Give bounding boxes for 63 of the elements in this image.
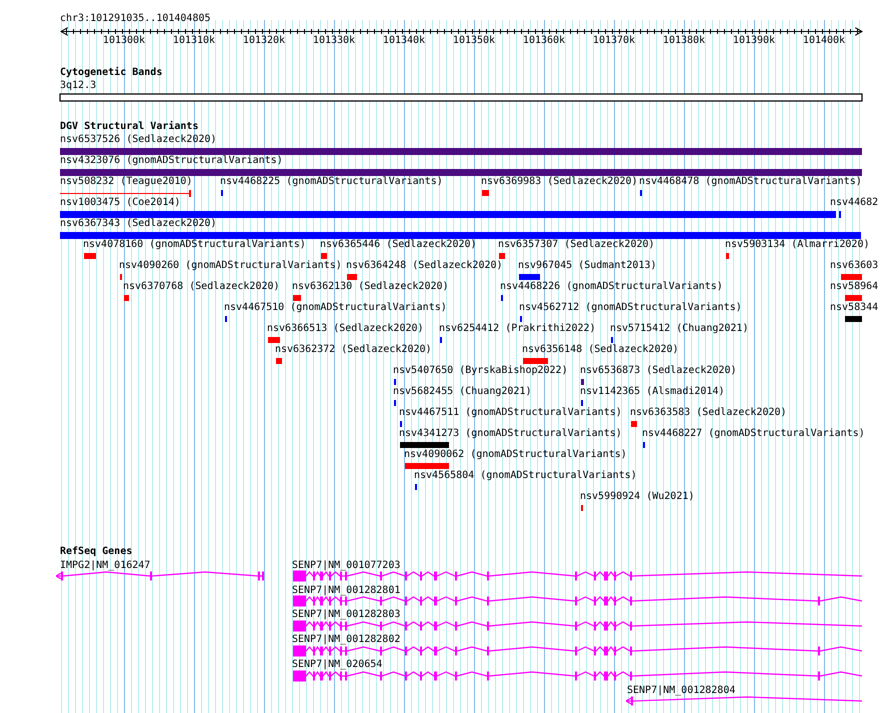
variant-label: nsv1003475 (Coe2014) (60, 197, 180, 209)
variant-label: nsv6356148 (Sedlazeck2020) (522, 344, 679, 356)
variant-label: nsv6369983 (Sedlazeck2020) (481, 176, 638, 188)
gene-label: SENP7|NM_001282802 (292, 634, 400, 646)
variant-label: nsv6536873 (Sedlazeck2020) (580, 365, 737, 377)
variant-label: nsv1142365 (Alsmadi2014) (580, 386, 724, 398)
variant-label: nsv508232 (Teague2010) (60, 176, 192, 188)
variant-label: nsv6363583 (Sedlazeck2020) (630, 407, 787, 419)
variant-label: nsv4468225 (gnomADStructuralVariants) (220, 176, 443, 188)
tick-label: 101300k (102, 35, 146, 47)
tick-label: 101320k (242, 35, 286, 47)
variant-label: nsv6370768 (Sedlazeck2020) (123, 281, 280, 293)
variant-label: nsv44682 (830, 197, 878, 209)
variant-label: nsv58964 (830, 281, 878, 293)
variant-label: nsv4090260 (gnomADStructuralVariants) (119, 260, 342, 272)
variant-label: nsv6366513 (Sedlazeck2020) (267, 323, 424, 335)
gene-label: IMPG2|NM_016247 (60, 560, 150, 572)
variant-label: nsv967045 (Sudmant2013) (518, 260, 656, 272)
variant-label: nsv5715412 (Chuang2021) (610, 323, 748, 335)
variant-label: nsv5407650 (ByrskaBishop2022) (393, 365, 568, 377)
variant-label: nsv6364248 (Sedlazeck2020) (346, 260, 503, 272)
tick-label: 101350k (452, 35, 496, 47)
tick-label: 101310k (172, 35, 216, 47)
track-title: Cytogenetic Bands (60, 67, 162, 79)
variant-label: nsv4467511 (gnomADStructuralVariants) (399, 407, 622, 419)
variant-label: nsv4468227 (gnomADStructuralVariants) (642, 428, 865, 440)
tick-label: 101400k (802, 35, 846, 47)
variant-label: nsv6254412 (Prakrithi2022) (439, 323, 596, 335)
variant-label: nsv6362372 (Sedlazeck2020) (275, 344, 432, 356)
variant-label: nsv4090062 (gnomADStructuralVariants) (404, 449, 627, 461)
variant-label: nsv6537526 (Sedlazeck2020) (60, 134, 217, 146)
tick-label: 101390k (732, 35, 776, 47)
variant-label: nsv4562712 (gnomADStructuralVariants) (519, 302, 742, 314)
tick-label: 101370k (592, 35, 636, 47)
gene-label: SENP7|NM_001282801 (292, 585, 400, 597)
tick-label: 101340k (382, 35, 426, 47)
location-label: chr3:101291035..101404805 (60, 13, 211, 25)
variant-label: nsv6362130 (Sedlazeck2020) (292, 281, 449, 293)
variant-label: nsv4323076 (gnomADStructuralVariants) (60, 155, 283, 167)
variant-label: nsv5682455 (Chuang2021) (393, 386, 532, 398)
variant-label: nsv4078160 (gnomADStructuralVariants) (83, 239, 306, 251)
variant-label: nsv5903134 (Almarri2020) (725, 239, 870, 251)
variant-label: nsv5990924 (Wu2021) (580, 491, 694, 503)
variant-label: nsv4341273 (gnomADStructuralVariants) (399, 428, 622, 440)
variant-label: nsv6357307 (Sedlazeck2020) (498, 239, 655, 251)
gene-label: SENP7|NM_001282803 (292, 609, 400, 621)
track-title: RefSeq Genes (60, 546, 132, 558)
tick-label: 101330k (312, 35, 356, 47)
gene-label: SENP7|NM_020654 (292, 659, 382, 671)
variant-label: nsv4468226 (gnomADStructuralVariants) (500, 281, 723, 293)
gene-label: SENP7|NM_001282804 (627, 685, 736, 697)
variant-label: nsv4467510 (gnomADStructuralVariants) (224, 302, 447, 314)
band-label: 3q12.3 (60, 80, 96, 92)
track-title: DGV Structural Variants (60, 121, 198, 133)
tick-label: 101380k (662, 35, 706, 47)
tick-label: 101360k (522, 35, 566, 47)
variant-label: nsv4468478 (gnomADStructuralVariants) (639, 176, 862, 188)
variant-label: nsv58344 (830, 302, 878, 314)
variant-label: nsv6365446 (Sedlazeck2020) (320, 239, 477, 251)
variant-label: nsv63603 (830, 260, 878, 272)
variant-label: nsv6367343 (Sedlazeck2020) (60, 218, 217, 230)
variant-label: nsv4565804 (gnomADStructuralVariants) (414, 470, 637, 482)
gene-label: SENP7|NM_001077203 (292, 560, 400, 572)
